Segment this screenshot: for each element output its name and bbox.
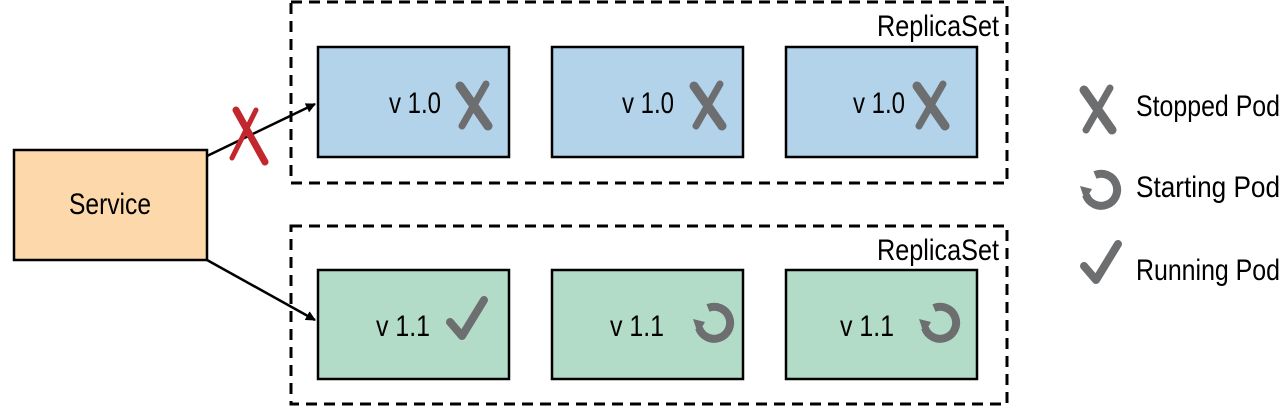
pod: v 1.0 [550, 45, 745, 159]
pod-version: v 1.1 [610, 310, 664, 343]
replicaset-v1-0: ReplicaSet v 1.0 v 1.0 v 1.0 [289, 0, 1009, 185]
legend-label: Running Pod [1136, 254, 1280, 287]
replicaset-label: ReplicaSet [877, 234, 1000, 267]
pod-version: v 1.0 [622, 87, 674, 120]
pod: v 1.1 [316, 268, 511, 381]
pod: v 1.1 [550, 268, 745, 381]
legend-item: Running Pod [1084, 244, 1280, 287]
blocked-mark-icon [229, 106, 269, 166]
pod-version: v 1.0 [853, 87, 905, 120]
replicaset-label: ReplicaSet [877, 10, 1000, 43]
service-label: Service [69, 188, 151, 221]
legend-label: Stopped Pod [1136, 90, 1280, 123]
replicaset-v1-1: ReplicaSet v 1.1 v 1.1 v 1.1 [289, 224, 1009, 406]
legend-item: Stopped Pod [1084, 88, 1280, 130]
legend-label: Starting Pod [1136, 171, 1280, 204]
active-connection-arrow [206, 258, 316, 322]
blocked-connection-arrow [206, 102, 316, 158]
legend-item: Starting Pod [1080, 171, 1280, 206]
running-icon [1084, 244, 1118, 280]
pod-version: v 1.1 [840, 310, 894, 343]
pod-version: v 1.1 [376, 310, 430, 343]
pod-version: v 1.0 [389, 87, 441, 120]
stopped-icon [1084, 88, 1112, 130]
service-node: Service [12, 148, 209, 262]
legend: Stopped Pod Starting Pod Running Pod [1080, 88, 1280, 287]
pod: v 1.0 [784, 45, 979, 159]
pod: v 1.0 [316, 45, 511, 159]
starting-icon [1080, 174, 1117, 206]
pod: v 1.1 [784, 268, 979, 381]
